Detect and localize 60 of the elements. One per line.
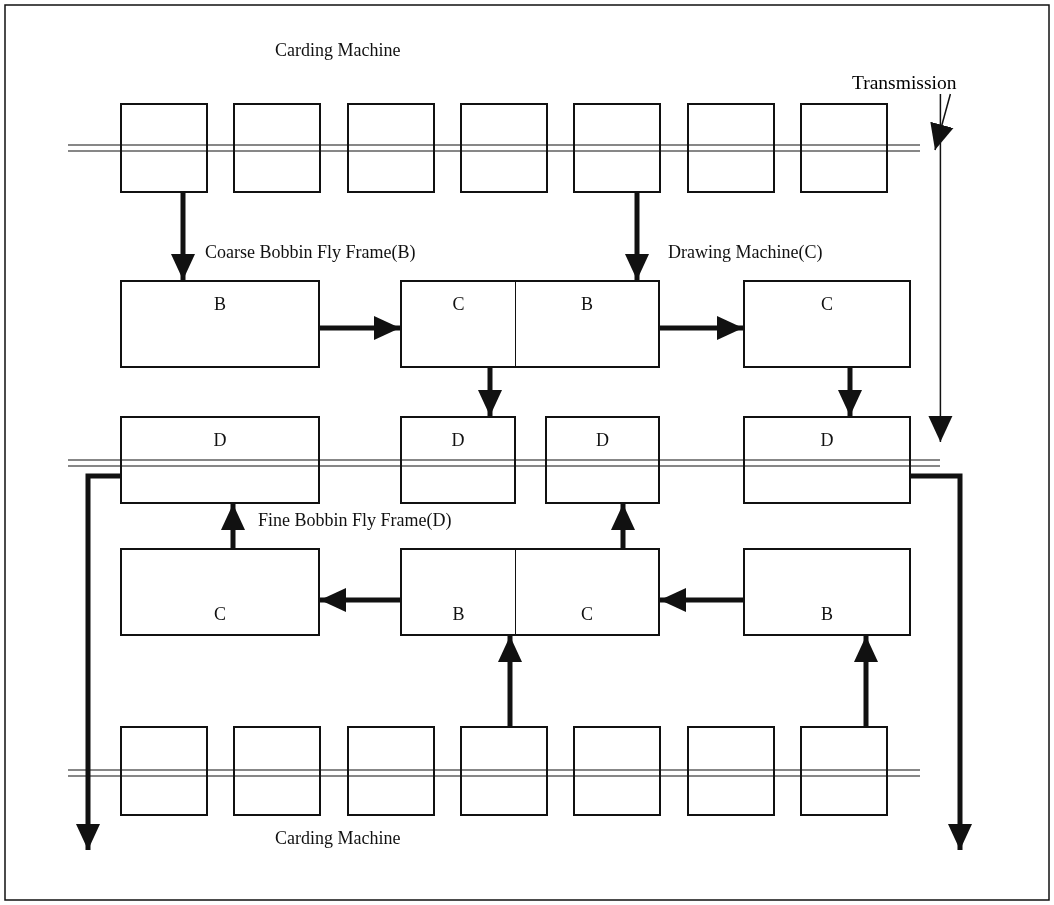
machine-letter: C xyxy=(452,294,465,314)
machine-box xyxy=(400,548,516,636)
machine-box xyxy=(573,103,662,193)
machine-box xyxy=(799,726,888,816)
machine-label: Drawing Machine(C) xyxy=(668,242,823,263)
flow-arrow xyxy=(625,193,649,280)
machine-letter: D xyxy=(820,430,834,450)
flow-arrow xyxy=(221,504,245,548)
machine-box xyxy=(120,726,208,816)
machine-box xyxy=(400,280,516,368)
machine-letter: B xyxy=(821,604,833,624)
machine-box xyxy=(459,103,548,193)
flow-arrow xyxy=(76,473,120,850)
machine-letter: C xyxy=(581,604,593,624)
flow-arrow xyxy=(498,636,522,726)
machine-box xyxy=(120,103,208,193)
machine-label: Coarse Bobbin Fly Frame(B) xyxy=(205,242,416,263)
machine-box xyxy=(686,103,775,193)
machine-box xyxy=(743,280,911,368)
machine-box xyxy=(233,726,322,816)
machine-letter: D xyxy=(213,430,227,450)
machine-box xyxy=(120,280,320,368)
flow-arrow xyxy=(838,368,862,416)
machine-letter: C xyxy=(821,294,833,314)
machine-label: Carding Machine xyxy=(275,828,401,849)
machine-box xyxy=(516,280,660,368)
machine-label: Carding Machine xyxy=(275,40,401,61)
transmission-label: Transmission xyxy=(852,72,957,94)
machine-letter: B xyxy=(214,294,226,314)
machine-box xyxy=(346,726,435,816)
machine-box xyxy=(346,103,435,193)
machine-letter: C xyxy=(214,604,226,624)
machine-letter: B xyxy=(581,294,593,314)
machine-box xyxy=(799,103,888,193)
machine-box xyxy=(545,416,660,504)
machine-box xyxy=(516,548,660,636)
flow-arrow xyxy=(171,193,195,280)
flow-arrow xyxy=(320,588,400,612)
machine-box xyxy=(233,103,322,193)
flow-arrow xyxy=(911,473,972,850)
machine-box xyxy=(686,726,775,816)
machine-box xyxy=(120,548,320,636)
machine-letter: B xyxy=(452,604,465,624)
machine-label: Fine Bobbin Fly Frame(D) xyxy=(258,510,452,531)
flow-arrow xyxy=(854,636,878,726)
machine-letter: D xyxy=(596,430,609,450)
machine-box xyxy=(120,416,320,504)
leader-arrow xyxy=(930,93,954,151)
flow-arrow xyxy=(478,368,502,416)
machine-box xyxy=(459,726,548,816)
flow-arrow xyxy=(660,588,743,612)
flow-arrow xyxy=(611,504,635,548)
machine-box xyxy=(743,416,911,504)
leader-arrow xyxy=(928,93,953,443)
machine-box xyxy=(400,416,516,504)
machine-box xyxy=(573,726,662,816)
machine-box xyxy=(743,548,911,636)
flow-arrow xyxy=(320,316,400,340)
machine-letter: D xyxy=(451,430,465,450)
flow-arrow xyxy=(660,316,743,340)
